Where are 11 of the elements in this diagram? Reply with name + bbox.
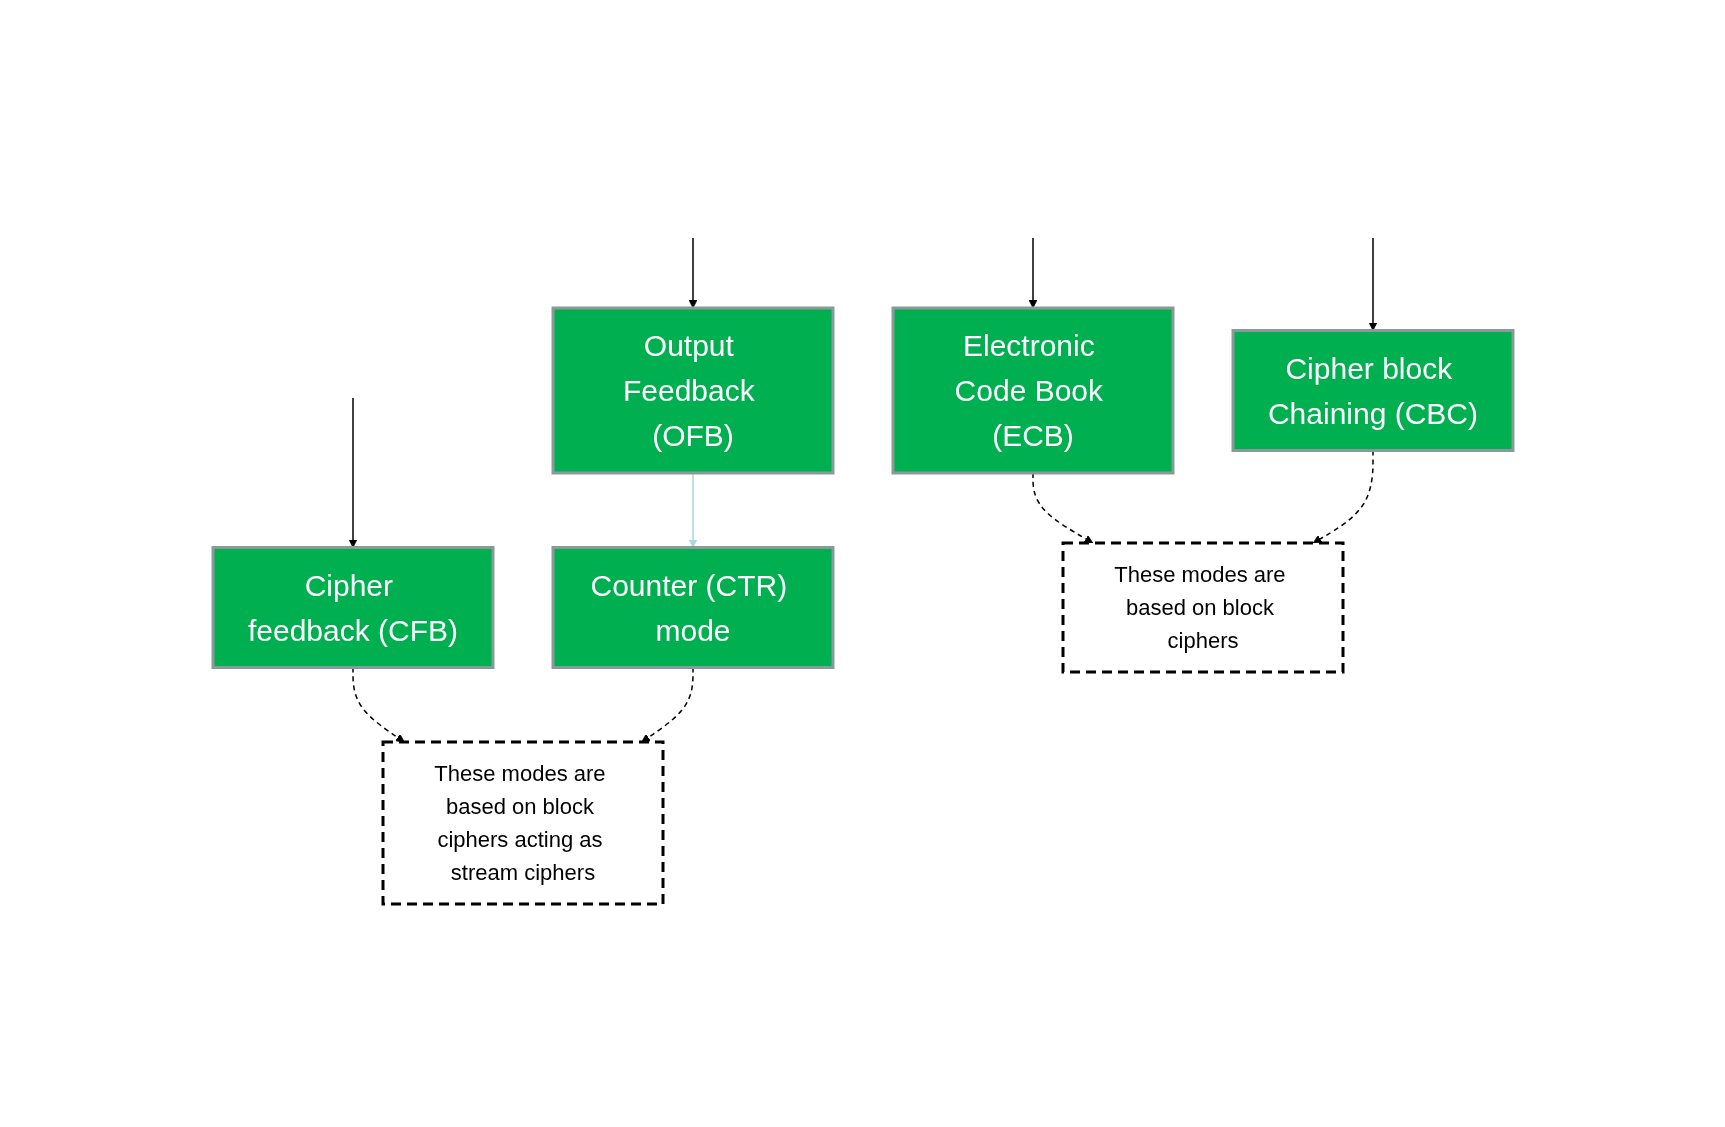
arrow bbox=[348, 397, 357, 548]
arrow bbox=[1368, 237, 1377, 331]
node-box: Output Feedback (OFB) bbox=[551, 306, 834, 475]
node-box: These modes are based on block ciphers acting as stream ciphers bbox=[381, 740, 664, 906]
node-box: Counter (CTR) mode bbox=[551, 546, 834, 669]
node-box: These modes are based on block ciphers bbox=[1061, 541, 1344, 674]
arrow bbox=[1028, 237, 1037, 309]
node-box: Cipher feedback (CFB) bbox=[211, 546, 494, 669]
arrow bbox=[688, 237, 697, 309]
node-box: Electronic Code Book (ECB) bbox=[891, 306, 1174, 475]
node-box: Cipher block Chaining (CBC) bbox=[1231, 329, 1514, 452]
